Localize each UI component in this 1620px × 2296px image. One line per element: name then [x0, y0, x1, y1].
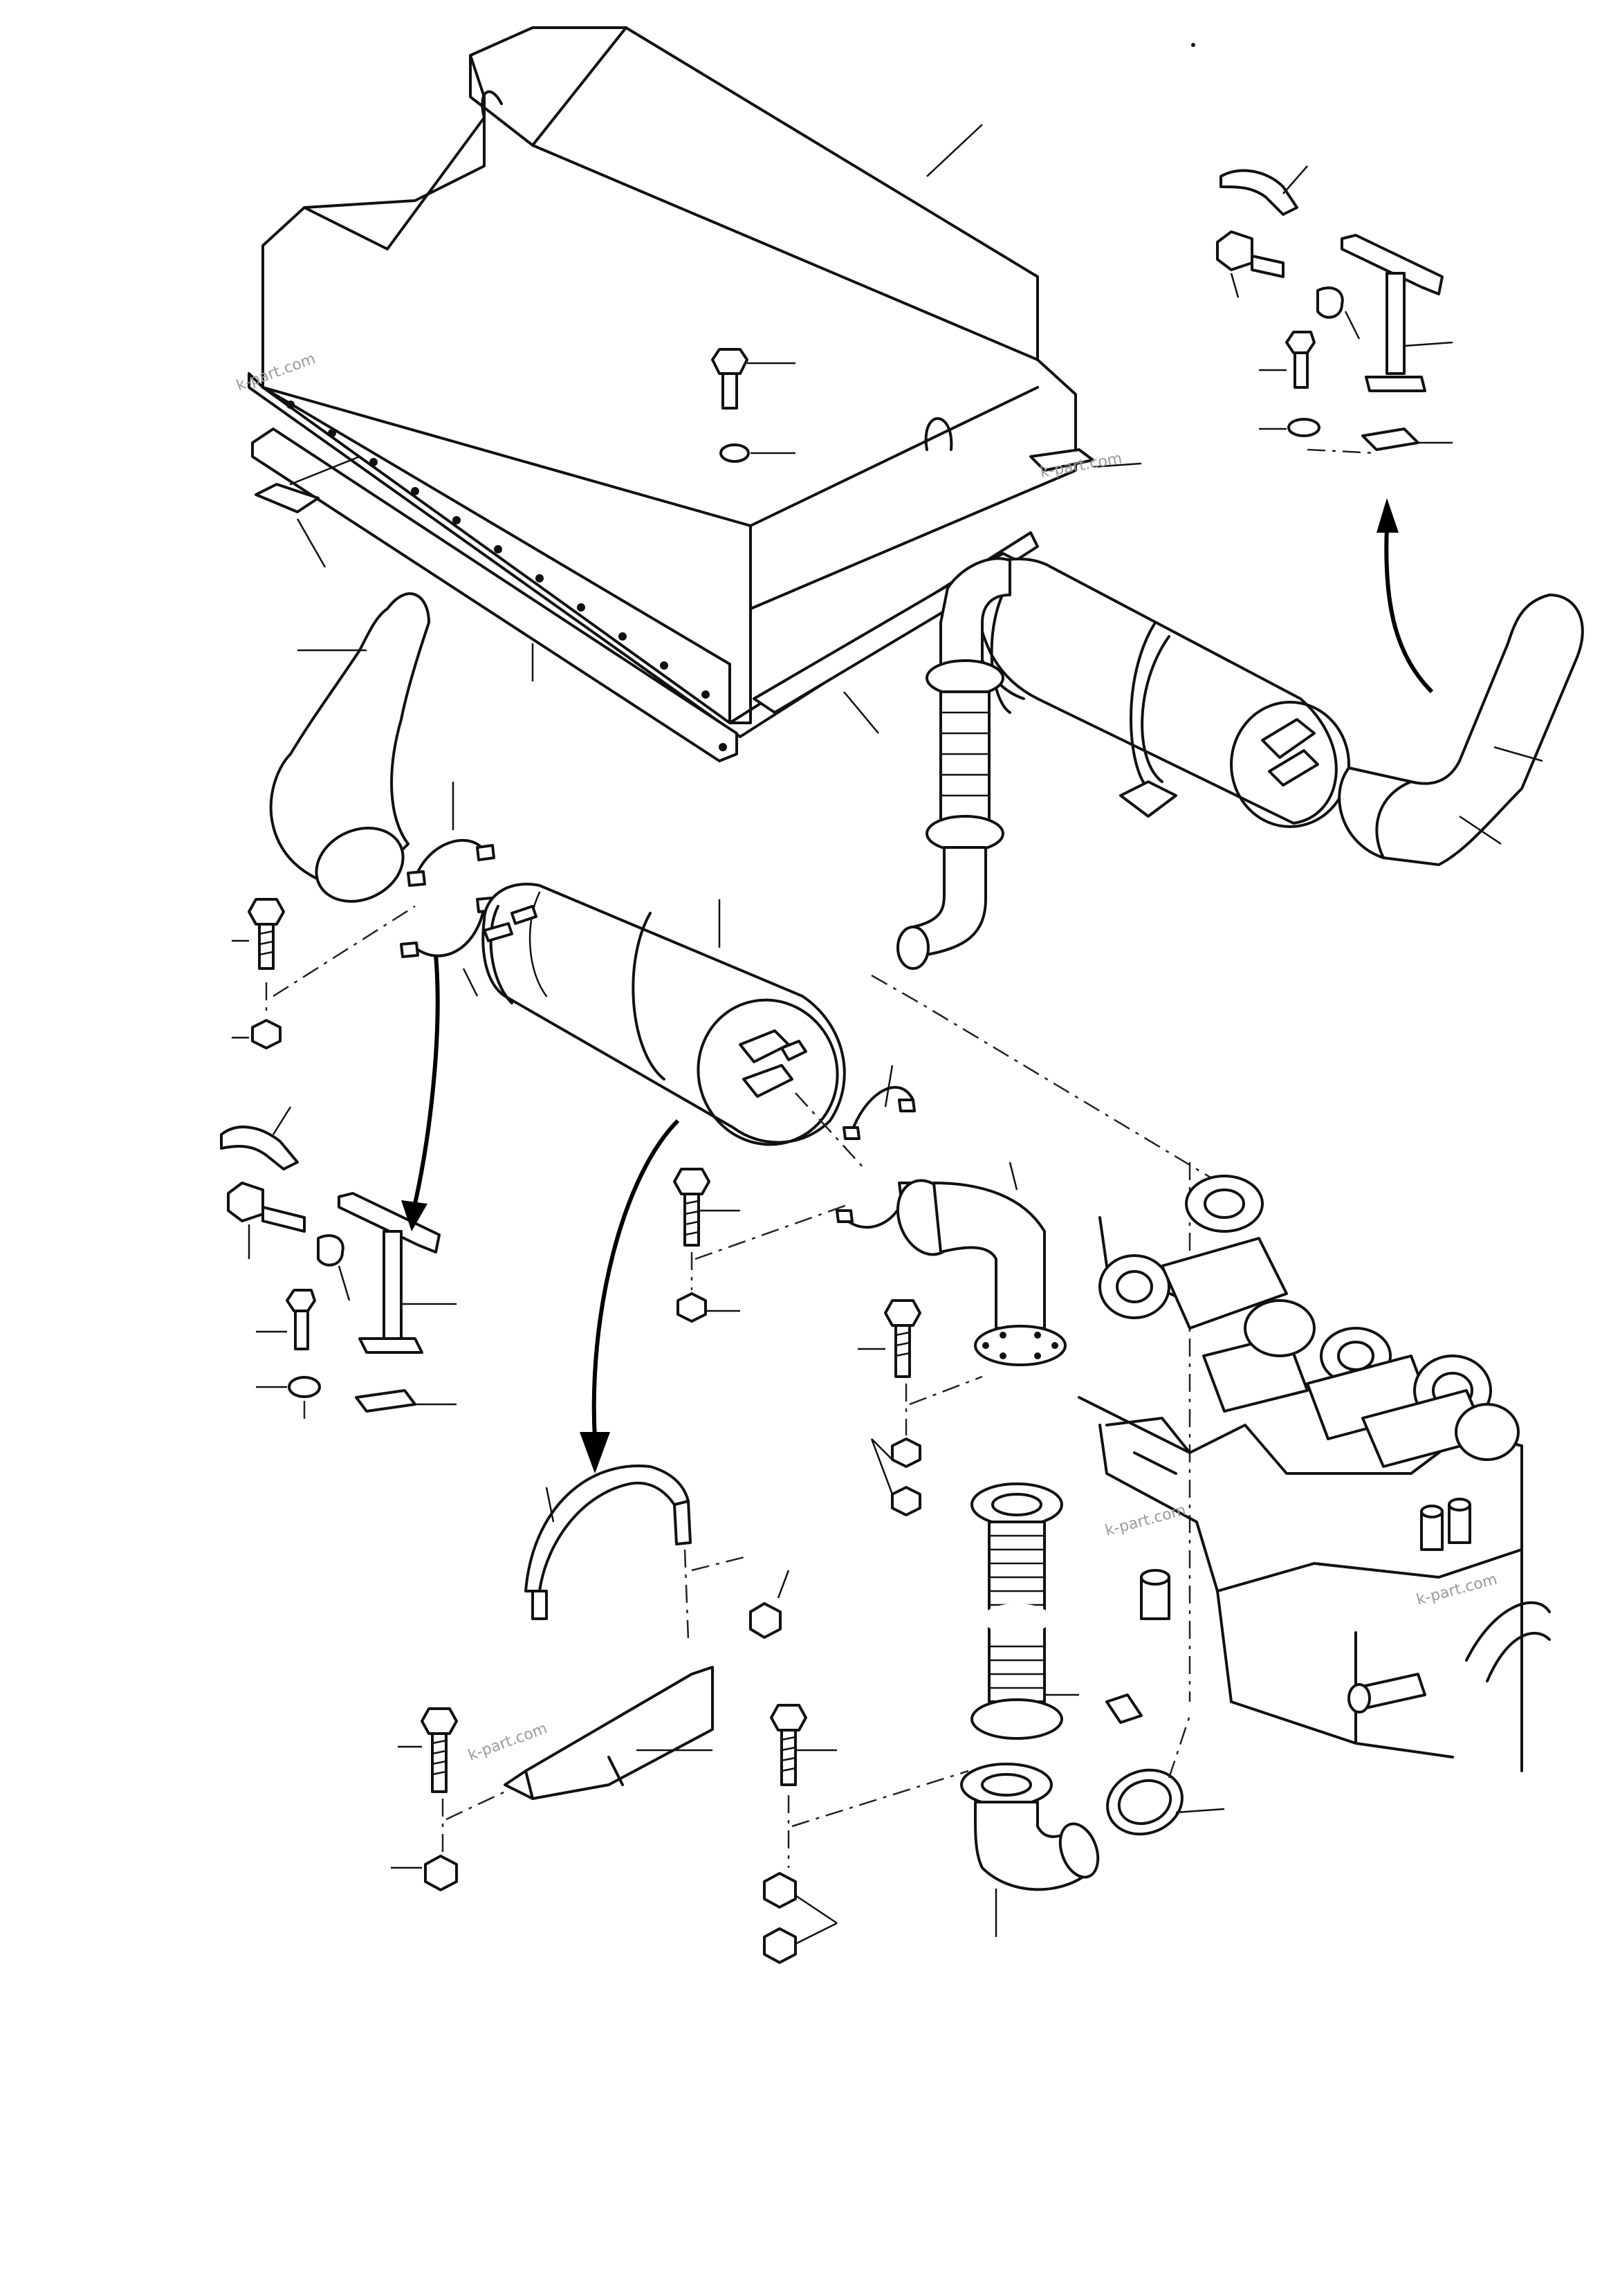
elbow-pipe-upper: [896, 1161, 1067, 1366]
elbow-pipe-lower: [960, 1763, 1100, 1937]
hood-washer: [719, 443, 795, 463]
lower-nuts-right: [763, 1872, 838, 1964]
right-inlet-pipe: [896, 557, 1011, 970]
silencer-right-installed: [970, 558, 1350, 828]
left-clamp-upper: [407, 782, 495, 887]
mounting-strap: [524, 1464, 692, 1620]
hood-bolt: [711, 348, 795, 410]
front-bolt: [673, 1168, 740, 1247]
engine-block-partial: [1078, 1175, 1551, 1772]
detail-arrow-right: [1377, 498, 1434, 694]
center-nut: [749, 1570, 790, 1639]
frame-rail-left: [251, 428, 738, 762]
flange-nuts: [870, 1438, 921, 1516]
exhaust-cover-hood: [248, 26, 1077, 738]
flex-pipe-section: [970, 1482, 1079, 1740]
support-bracket-detail-left: [220, 1106, 457, 1425]
lower-nut-left: [391, 1855, 458, 1891]
left-clamp-lower: [400, 897, 495, 997]
lower-bolt-right: [770, 1704, 837, 1786]
silencer-left-exploded: [481, 883, 846, 1146]
stray-mark: [1191, 43, 1195, 47]
left-nut: [232, 1019, 282, 1049]
mounting-bracket: [504, 1666, 714, 1800]
support-bracket-detail-right: [1216, 165, 1453, 454]
detail-arrow-center: [580, 1119, 680, 1473]
left-bolt: [232, 898, 285, 970]
tail-pipe-left: [269, 592, 430, 903]
detail-arrow-left: [401, 954, 440, 1231]
watermark: k-part.com: [466, 1720, 550, 1764]
lower-bolt-left: [398, 1707, 458, 1793]
watermark: k-part.com: [1103, 1502, 1188, 1540]
flange-bolt: [858, 1299, 921, 1378]
front-nut: [676, 1292, 740, 1323]
front-clamp-upper: [843, 1065, 916, 1140]
tail-pipe-right: [1338, 594, 1584, 866]
hose-clamp: [1105, 1693, 1225, 1836]
